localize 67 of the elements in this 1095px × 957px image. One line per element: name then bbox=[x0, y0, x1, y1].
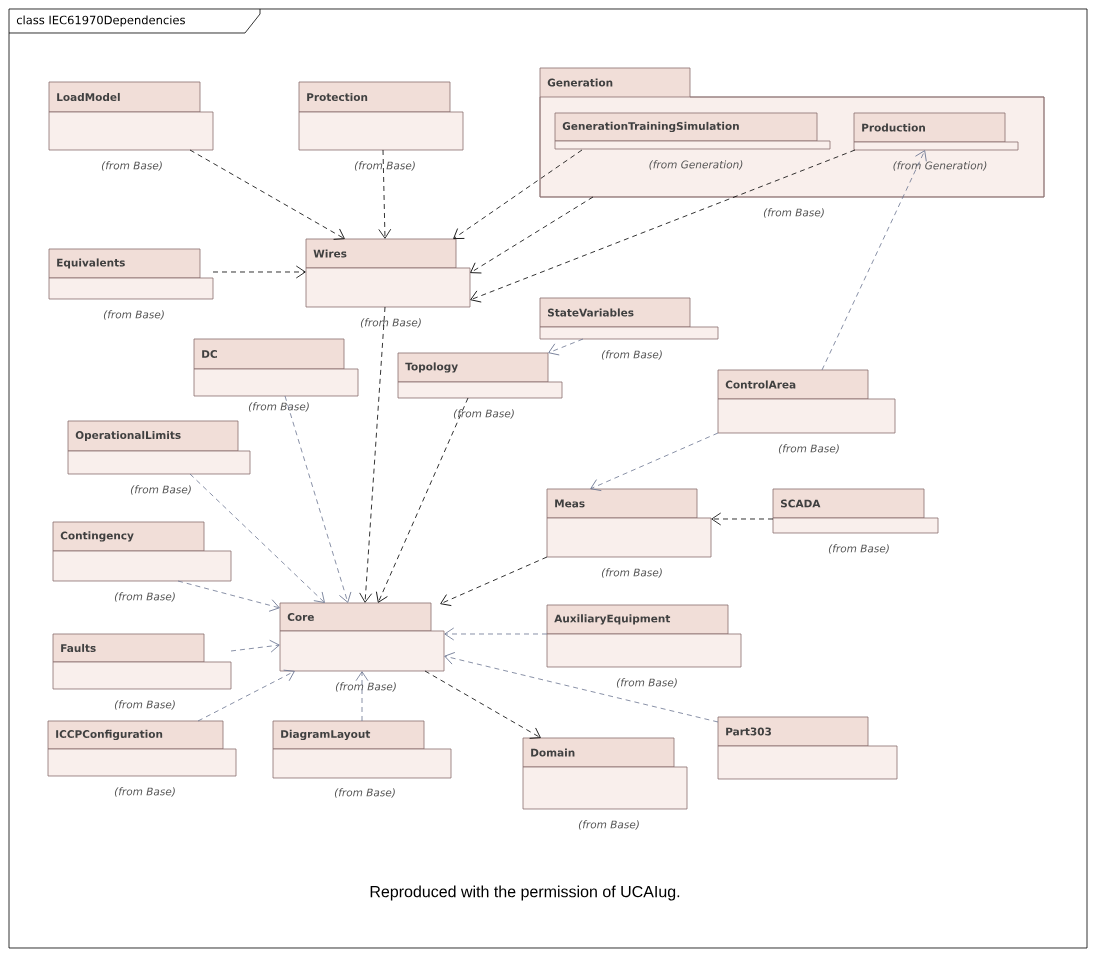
package: OperationalLimits bbox=[67, 420, 251, 475]
origin-label: (from Base) bbox=[616, 678, 677, 688]
package: DC bbox=[193, 338, 359, 397]
package: Part303 bbox=[717, 716, 898, 780]
package: GenerationTrainingSimulation bbox=[554, 112, 831, 150]
dependency-arrow bbox=[470, 196, 594, 274]
dependency-arrow bbox=[189, 149, 345, 240]
dependency-arrow bbox=[470, 149, 856, 303]
package: ICCPConfiguration bbox=[47, 720, 237, 777]
dependency-arrow bbox=[230, 639, 280, 653]
origin-label: (from Base) bbox=[354, 161, 415, 171]
dependency-arrow bbox=[711, 512, 774, 526]
origin-label: (from Base) bbox=[335, 682, 396, 692]
package: Contingency bbox=[52, 521, 232, 582]
package: Domain bbox=[522, 737, 688, 810]
dependency-arrow bbox=[189, 473, 325, 603]
dependency-arrow bbox=[821, 150, 927, 371]
dependency-arrow bbox=[444, 652, 719, 723]
dependency-arrow bbox=[197, 669, 295, 722]
origin-label: (from Base) bbox=[130, 485, 191, 495]
origin-label: (from Base) bbox=[334, 788, 395, 798]
node-label: Part303 bbox=[726, 727, 771, 736]
package: AuxiliaryEquipment bbox=[546, 604, 742, 668]
package: SCADA bbox=[772, 488, 939, 534]
package: DiagramLayout bbox=[272, 720, 452, 779]
dependency-arrow bbox=[424, 670, 541, 739]
dependency-arrow bbox=[444, 627, 548, 641]
dependency-arrow bbox=[378, 149, 392, 239]
package: Topology bbox=[397, 352, 563, 399]
origin-label: (from Base) bbox=[578, 820, 639, 830]
package: Wires bbox=[305, 238, 471, 308]
origin-label: (from Base) bbox=[114, 700, 175, 710]
origin-label: (from Base) bbox=[601, 568, 662, 578]
dependency-arrow bbox=[376, 397, 469, 603]
origin-label: (from Base) bbox=[763, 208, 824, 218]
origin-label: (from Base) bbox=[360, 318, 421, 328]
package: Protection bbox=[298, 81, 464, 151]
dependency-arrow bbox=[359, 306, 386, 603]
dependency-arrow bbox=[548, 338, 584, 356]
origin-label: (from Base) bbox=[778, 444, 839, 454]
dependency-arrow bbox=[212, 265, 306, 279]
origin-label: (from Base) bbox=[601, 350, 662, 360]
origin-label: (from Base) bbox=[103, 310, 164, 320]
package: Faults bbox=[52, 633, 232, 690]
origin-label: (from Base) bbox=[114, 787, 175, 797]
origin-label: (from Generation) bbox=[893, 161, 987, 171]
caption: Reproduced with the permission of UCAIug. bbox=[370, 885, 680, 901]
dependency-arrow bbox=[453, 149, 583, 239]
dependency-arrow bbox=[355, 671, 369, 722]
origin-label: (from Base) bbox=[101, 161, 162, 171]
package: Equivalents bbox=[48, 248, 214, 300]
package: StateVariables bbox=[539, 297, 719, 340]
origin-label: (from Base) bbox=[114, 592, 175, 602]
package: Production bbox=[853, 112, 1019, 151]
origin-label: (from Base) bbox=[248, 402, 309, 412]
dependency-arrow bbox=[590, 432, 719, 491]
dependency-arrow bbox=[177, 580, 280, 612]
origin-label: (from Generation) bbox=[649, 160, 743, 170]
dependency-arrow bbox=[284, 395, 352, 603]
package: Meas bbox=[546, 488, 712, 558]
frame-title: class IEC61970Dependencies bbox=[8, 8, 261, 34]
origin-label: (from Base) bbox=[453, 409, 514, 419]
package: ControlArea bbox=[717, 369, 896, 434]
origin-label: (from Base) bbox=[828, 544, 889, 554]
package: LoadModel bbox=[48, 81, 214, 151]
dependency-arrow bbox=[440, 556, 548, 606]
package: Core bbox=[279, 602, 445, 672]
